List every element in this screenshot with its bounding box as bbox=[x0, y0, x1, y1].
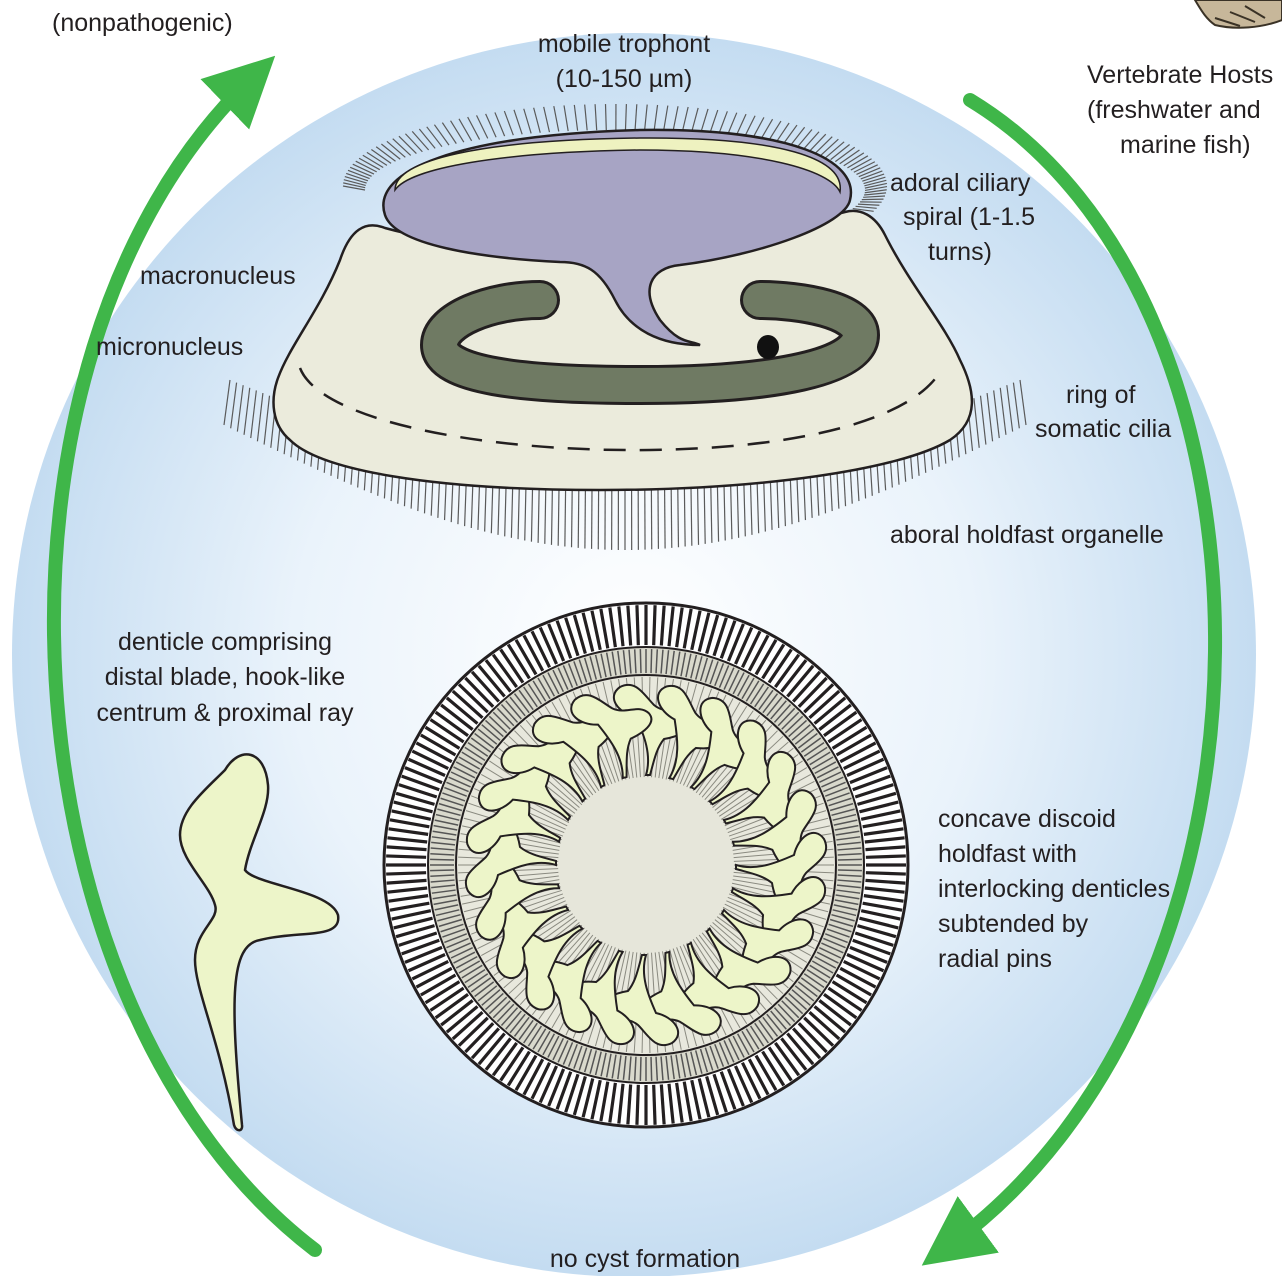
radial-pin bbox=[654, 1085, 655, 1125]
label-discoid-3: interlocking denticles bbox=[938, 872, 1170, 907]
radial-pin bbox=[838, 859, 862, 860]
label-nonpathogenic: (nonpathogenic) bbox=[52, 6, 233, 41]
label-macronucleus: macronucleus bbox=[140, 259, 296, 294]
label-discoid-2: holdfast with bbox=[938, 837, 1077, 872]
label-somatic-cilia: somatic cilia bbox=[1035, 412, 1171, 447]
radial-pin bbox=[430, 870, 454, 871]
label-adoral-turns: turns) bbox=[928, 235, 992, 270]
label-no-cyst: no cyst formation bbox=[480, 1242, 810, 1277]
radial-pin bbox=[651, 649, 652, 673]
fish-fin-icon bbox=[1195, 0, 1282, 28]
radial-pin bbox=[640, 1057, 641, 1081]
label-discoid-5: radial pins bbox=[938, 942, 1052, 977]
label-hosts-habitat: (freshwater and bbox=[1087, 93, 1261, 128]
radial-pin bbox=[838, 870, 862, 871]
label-aboral-holdfast: aboral holdfast organelle bbox=[890, 518, 1164, 553]
radial-pin bbox=[637, 605, 638, 645]
label-denticle-1: denticle comprising bbox=[60, 625, 390, 660]
label-mobile-trophont: mobile trophont bbox=[484, 27, 764, 62]
label-denticle-3: centrum & proximal ray bbox=[60, 696, 390, 731]
radial-pin bbox=[637, 1085, 638, 1125]
label-discoid-1: concave discoid bbox=[938, 802, 1116, 837]
label-denticle-2: distal blade, hook-like bbox=[60, 660, 390, 695]
label-trophont-size: (10-150 µm) bbox=[484, 62, 764, 97]
radial-pin bbox=[651, 1057, 652, 1081]
disc-center bbox=[558, 777, 734, 953]
radial-pin bbox=[430, 859, 454, 860]
micronucleus bbox=[757, 335, 779, 359]
radial-pin bbox=[386, 873, 426, 874]
radial-pin bbox=[866, 856, 906, 857]
label-discoid-4: subtended by bbox=[938, 907, 1088, 942]
label-hosts-marine: marine fish) bbox=[1120, 128, 1251, 163]
label-adoral-ciliary: adoral ciliary bbox=[890, 166, 1030, 201]
holdfast-disc bbox=[384, 603, 908, 1127]
radial-pin bbox=[386, 856, 426, 857]
radial-pin bbox=[866, 873, 906, 874]
label-vertebrate-hosts: Vertebrate Hosts bbox=[1087, 58, 1273, 93]
label-micronucleus: micronucleus bbox=[96, 330, 243, 365]
label-adoral-spiral: spiral (1-1.5 bbox=[903, 200, 1035, 235]
radial-pin bbox=[640, 649, 641, 673]
adoral-cilium bbox=[606, 104, 607, 130]
label-ring-of: ring of bbox=[1066, 378, 1135, 413]
radial-pin bbox=[654, 605, 655, 645]
